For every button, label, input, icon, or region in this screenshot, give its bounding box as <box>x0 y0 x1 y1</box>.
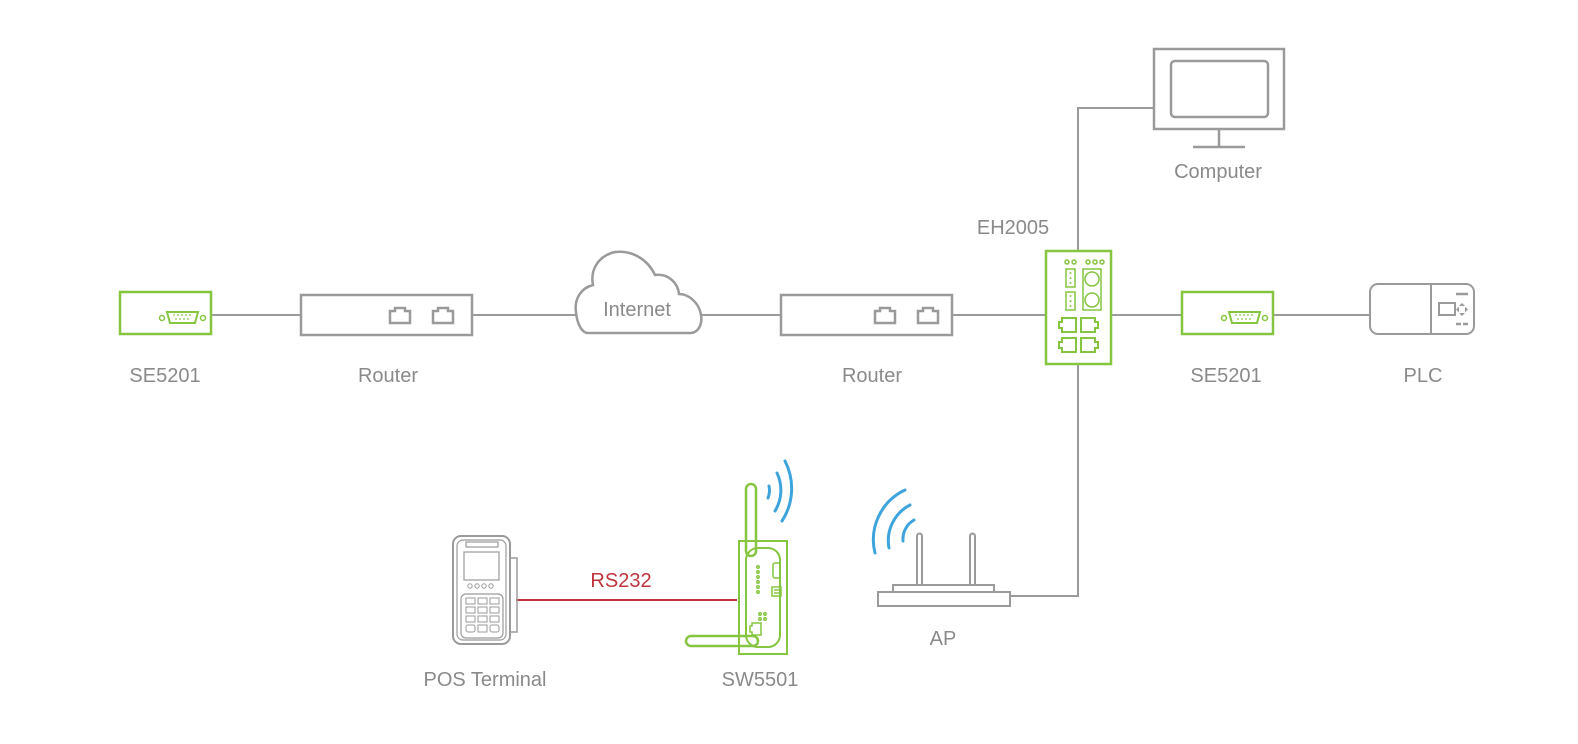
node-label: SW5501 <box>722 669 799 691</box>
wireless-signal-icon <box>766 459 794 523</box>
link-eh2005-computer <box>1077 107 1154 250</box>
node-label: Internet <box>603 299 671 321</box>
node-label: AP <box>930 628 957 650</box>
node-eh2005[interactable]: EH2005 <box>977 217 1113 366</box>
router-icon <box>779 293 954 337</box>
wireless-signal-icon <box>871 488 916 555</box>
node-label: EH2005 <box>977 217 1049 239</box>
node-pos-terminal[interactable]: POS Terminal <box>423 535 547 691</box>
node-label: PLC <box>1404 365 1443 387</box>
serial-device-server-icon <box>118 290 213 336</box>
node-label: SE5201 <box>1190 365 1261 387</box>
link-label-rs232: RS232 <box>590 570 651 592</box>
node-internet[interactable]: Internet <box>574 250 703 335</box>
node-se5201-right[interactable]: SE5201 <box>1180 290 1275 387</box>
node-label: POS Terminal <box>423 669 546 691</box>
router-icon <box>299 293 474 337</box>
plc-icon <box>1369 283 1475 335</box>
node-label: Router <box>358 365 418 387</box>
node-label: Router <box>842 365 902 387</box>
access-point-icon <box>877 532 1011 607</box>
node-label: Computer <box>1174 161 1262 183</box>
node-router-right[interactable]: Router <box>779 293 954 387</box>
node-router-left[interactable]: Router <box>299 293 474 387</box>
node-se5201-left[interactable]: SE5201 <box>118 290 213 387</box>
node-ap[interactable]: AP <box>871 488 1011 650</box>
node-label: SE5201 <box>129 365 200 387</box>
node-computer[interactable]: Computer <box>1152 47 1286 183</box>
serial-device-server-icon <box>1180 290 1275 336</box>
node-plc[interactable]: PLC <box>1369 283 1475 387</box>
link-eh2005-ap <box>1010 364 1079 597</box>
monitor-icon <box>1152 47 1286 149</box>
pos-terminal-icon <box>452 535 518 645</box>
connections <box>211 107 1370 601</box>
cloud-icon <box>574 250 703 335</box>
node-sw5501[interactable]: SW5501 <box>684 459 799 691</box>
industrial-switch-icon <box>1044 249 1113 366</box>
wireless-serial-server-icon <box>684 482 788 655</box>
